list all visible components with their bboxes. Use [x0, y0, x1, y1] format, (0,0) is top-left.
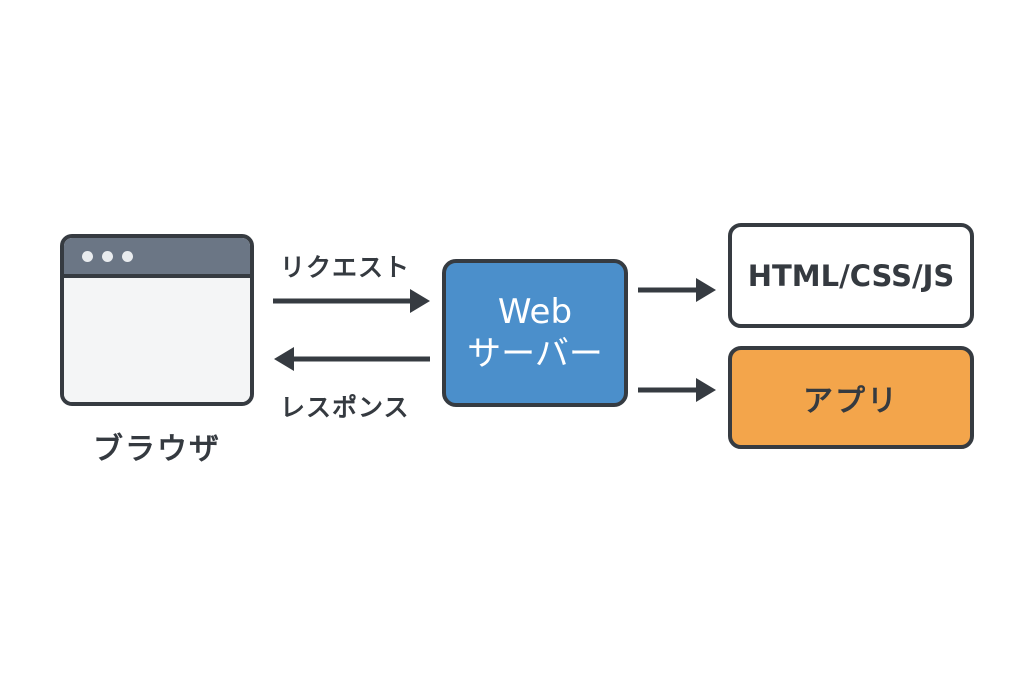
window-dot-icon — [82, 251, 93, 262]
app-box: アプリ — [728, 346, 974, 449]
browser-content-area — [64, 278, 250, 402]
server-to-app-arrow-icon — [638, 378, 716, 402]
browser-window-icon — [60, 234, 254, 406]
request-label: リクエスト — [280, 253, 411, 282]
server-to-static-arrow-icon — [638, 278, 716, 302]
static-files-box: HTML/CSS/JS — [728, 223, 974, 328]
app-label: アプリ — [803, 383, 899, 419]
window-dot-icon — [122, 251, 133, 262]
response-label: レスポンス — [280, 393, 410, 422]
request-arrow-icon — [273, 289, 430, 313]
static-files-label: HTML/CSS/JS — [747, 258, 955, 293]
web-server-label-line1: Web — [497, 292, 573, 332]
browser-titlebar — [64, 238, 250, 278]
response-arrow-icon — [274, 347, 430, 371]
browser-label: ブラウザ — [93, 432, 221, 467]
window-dot-icon — [102, 251, 113, 262]
web-server-label-line2: サーバー — [467, 334, 603, 374]
web-server-box: Web サーバー — [442, 259, 628, 407]
